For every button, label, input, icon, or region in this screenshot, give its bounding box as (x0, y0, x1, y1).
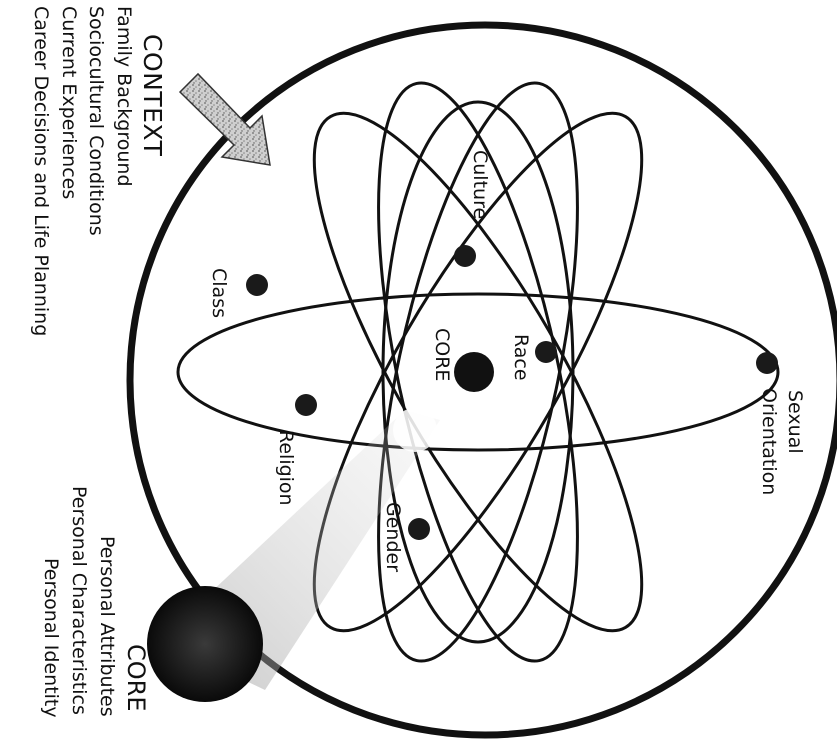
context-item-sociocultural-conditions: Sociocultural Conditions (85, 6, 107, 236)
class-node (246, 274, 268, 296)
culture-label: Culture (469, 150, 491, 219)
race-node (535, 341, 557, 363)
core-legend-dot (147, 586, 263, 702)
race-label: Race (510, 334, 532, 381)
sexual-orientation-node (756, 352, 778, 374)
context-item-current-experiences: Current Experiences (58, 6, 80, 199)
core-legend-item-characteristics: Personal Characteristics (68, 486, 90, 715)
gender-label: Gender (382, 502, 404, 572)
culture-node (454, 245, 476, 267)
context-item-career-decisions: Career Decisions and Life Planning (30, 6, 52, 336)
sexual-orientation-label-line2: Orientation (758, 388, 780, 495)
core-legend-item-identity: Personal Identity (40, 558, 62, 718)
context-arrow-icon (180, 74, 270, 165)
center-core-label: CORE (431, 328, 453, 381)
religion-label: Religion (275, 430, 297, 506)
context-item-family-background: Family Background (113, 6, 135, 187)
sexual-orientation-label-line1: Sexual (784, 390, 806, 454)
core-legend-heading: CORE (122, 644, 150, 712)
class-label: Class (208, 268, 230, 318)
religion-node (295, 394, 317, 416)
context-heading: CONTEXT (138, 34, 167, 156)
gender-node (408, 518, 430, 540)
core-legend-item-attributes: Personal Attributes (96, 536, 118, 717)
core-nucleus (454, 352, 494, 392)
